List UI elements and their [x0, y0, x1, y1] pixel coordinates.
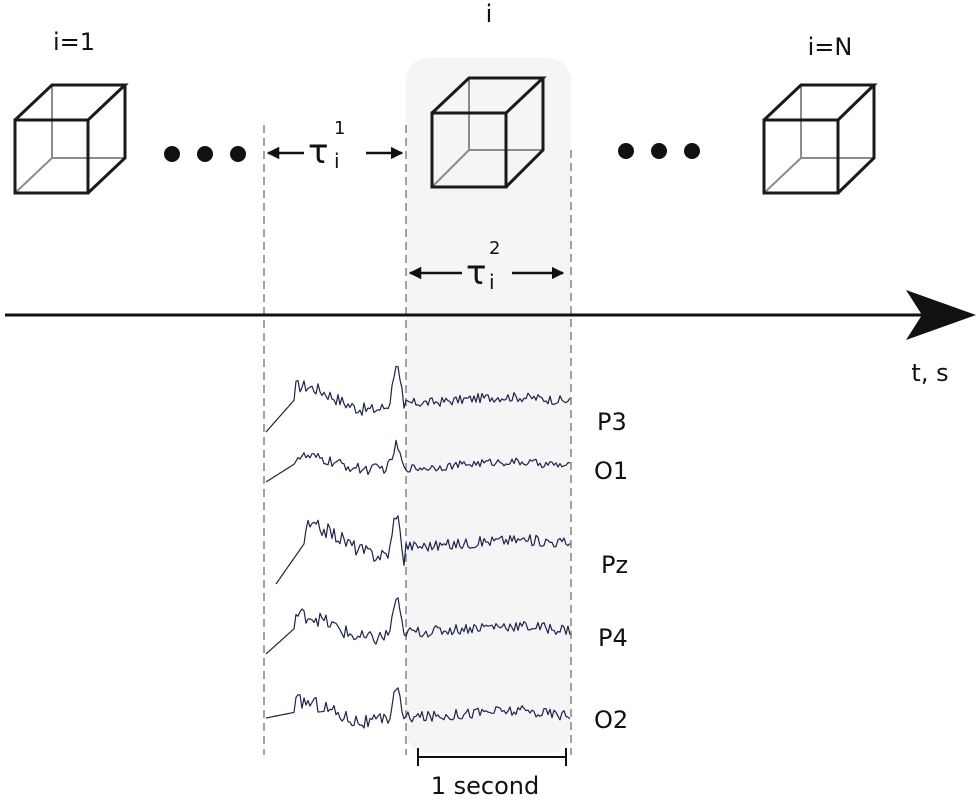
eeg-trace-p4 — [265, 597, 571, 655]
eeg-trace-p3 — [265, 365, 571, 433]
ellipsis-dots-right — [618, 143, 700, 159]
channel-label-o1: O1 — [594, 457, 628, 485]
tau1-symbol: τ — [308, 132, 328, 172]
eeg-traces — [265, 365, 571, 729]
eeg-trace-o1 — [265, 439, 571, 483]
tau2-superscript: 2 — [489, 238, 500, 259]
ellipsis-dots-left — [164, 146, 246, 162]
tau2-subscript: i — [489, 270, 495, 294]
cube-icon-last — [762, 83, 878, 195]
cube-icon-first — [13, 83, 129, 195]
stimulus-label-current: i — [486, 0, 493, 28]
scale-bar-label: 1 second — [431, 772, 540, 800]
eeg-trace-pz — [275, 515, 571, 585]
channel-label-pz: Pz — [601, 551, 628, 579]
tau2-symbol: τ — [466, 253, 486, 293]
time-axis: t, s — [5, 290, 976, 387]
channel-label-p3: P3 — [597, 408, 627, 436]
cube-icon-current — [430, 76, 547, 189]
eeg-trace-o2 — [265, 687, 571, 729]
stimulus-label-last: i=N — [808, 33, 853, 61]
time-axis-label: t, s — [911, 359, 948, 387]
channel-label-o2: O2 — [594, 706, 628, 734]
tau1-superscript: 1 — [334, 118, 345, 139]
channel-label-p4: P4 — [598, 624, 628, 652]
current-window-highlight — [406, 58, 571, 753]
scale-bar: 1 second — [417, 748, 567, 800]
tau2-interval: τ 2 i — [408, 238, 565, 294]
tau1-subscript: i — [334, 149, 340, 173]
stimulus-label-first: i=1 — [53, 28, 95, 56]
tau1-interval: τ 1 i — [266, 118, 404, 173]
time-axis-arrowhead-icon — [906, 290, 976, 340]
